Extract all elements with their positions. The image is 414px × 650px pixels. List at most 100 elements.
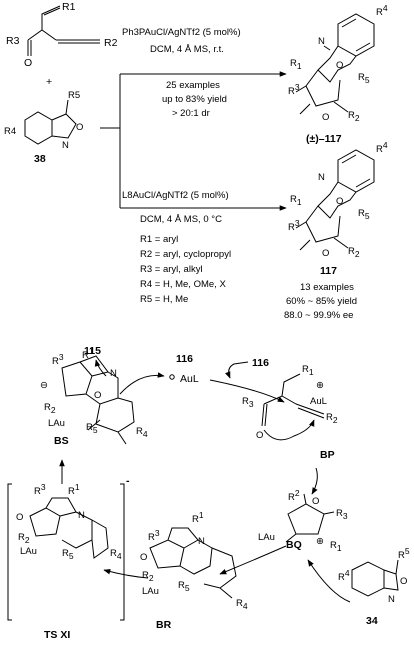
transition-state-xi: R3 R1 N O R2 LAu R5 R4 - TS XI xyxy=(7,475,130,641)
ts-r4: R4 xyxy=(110,548,122,561)
product-117-chiral: R4 N R1 O R5 R3 O R2 117 xyxy=(288,140,388,277)
ts-n: N xyxy=(78,510,85,521)
ts-label: TS XI xyxy=(44,629,70,641)
intermediate-bq: R2 O R3 LAu ⊕ R1 BQ xyxy=(258,488,348,553)
p2-r1: R1 xyxy=(290,194,302,207)
r-list-4: R4 = H, Me, OMe, X xyxy=(140,279,226,290)
substituent-list: R1 = aryl R2 = aryl, cyclopropyl R3 = ar… xyxy=(140,234,231,305)
output-115-label: 115 xyxy=(84,345,101,357)
34-r4: R4 xyxy=(338,568,350,583)
br-r1: R1 xyxy=(192,510,204,525)
br-label: BR xyxy=(156,619,172,631)
bp-r3: R3 xyxy=(242,396,254,409)
bp-aul: AuL xyxy=(310,396,327,407)
r1-label: R1 xyxy=(62,1,76,13)
product1-label: (±)–117 xyxy=(306,133,342,145)
r-list-2: R2 = aryl, cyclopropyl xyxy=(140,249,231,260)
bs-o-minus: ⊖ xyxy=(40,380,48,391)
r3-label: R3 xyxy=(6,35,20,47)
p2-o: O xyxy=(336,196,343,207)
result-stats: 13 examples 60% ~ 85% yield 88.0 ~ 99.9%… xyxy=(284,282,357,321)
bs-r3: R3 xyxy=(52,352,64,367)
bq-r1: R1 xyxy=(330,540,342,553)
p1-fo: O xyxy=(322,112,329,123)
ts-o: O xyxy=(16,512,23,523)
ts-charge: - xyxy=(126,475,130,487)
p1-r2: R2 xyxy=(348,110,360,123)
r-list-1: R1 = aryl xyxy=(140,234,178,245)
bs-lau: LAu xyxy=(48,418,65,429)
bs-r5: R5 xyxy=(86,422,98,435)
bs-n: N xyxy=(110,368,117,379)
bp-r2: R2 xyxy=(326,412,338,425)
ts-r5: R5 xyxy=(62,548,74,561)
r-list-5: R5 = H, Me xyxy=(140,294,188,305)
bp-o: O xyxy=(256,430,263,441)
r4-label: R4 xyxy=(4,126,16,137)
br-o: O xyxy=(140,552,147,563)
br-n: N xyxy=(198,536,205,547)
bq-label: BQ xyxy=(286,539,302,551)
p2-fo: O xyxy=(322,248,329,259)
ts-r1: R1 xyxy=(68,482,80,497)
br-r2: R2 xyxy=(142,570,154,583)
n-label: N xyxy=(62,140,69,151)
bp-r1: R1 xyxy=(302,364,314,377)
bp-plus: ⊕ xyxy=(316,380,324,391)
enyne-reactant: R3 O R1 R2 + xyxy=(6,1,118,88)
anthranil-34: R5 R4 O N 34 xyxy=(338,546,410,627)
p1-o: O xyxy=(336,60,343,71)
arrow-bp-to-bq xyxy=(311,467,318,495)
34-o: O xyxy=(400,576,407,587)
p1-r5: R5 xyxy=(358,72,370,85)
r2-label: R2 xyxy=(104,37,118,49)
p1-r1: R1 xyxy=(290,58,302,71)
p1-r4: R4 xyxy=(376,3,388,18)
bq-o: O xyxy=(312,496,319,507)
p1-r3: R3 xyxy=(288,82,300,97)
stat-examples: 13 examples xyxy=(300,282,354,293)
conditions-asymmetric: L8AuCl/AgNTf2 (5 mol%) DCM, 4 Å MS, 0 °C xyxy=(122,190,229,225)
product-117-racemic: R4 N R1 O R5 R3 O R2 (±)–117 xyxy=(288,3,388,145)
arrow-br-to-ts xyxy=(103,568,149,579)
catalyst-116-label: 116 xyxy=(176,353,193,365)
branch-arrows xyxy=(100,71,287,211)
compound-38-label: 38 xyxy=(34,153,46,165)
bq-r3: R3 xyxy=(336,508,348,521)
reagent-34-label: 34 xyxy=(366,615,378,627)
cond1-catalyst: Ph3PAuCl/AgNTf2 (5 mol%) xyxy=(122,27,241,38)
cond2-catalyst: L8AuCl/AgNTf2 (5 mol%) xyxy=(122,190,229,201)
plus-sign: + xyxy=(46,76,52,88)
o-ring-label: O xyxy=(76,122,83,133)
stat-ee: 88.0 ~ 99.9% ee xyxy=(284,310,353,321)
ts-r3: R3 xyxy=(34,482,46,497)
p2-r3: R3 xyxy=(288,218,300,233)
output-115: 115 xyxy=(84,345,107,377)
cond1-examples: 25 examples xyxy=(166,80,220,91)
bs-r1: R1 xyxy=(82,346,94,361)
cond1-solvent: DCM, 4 Å MS, r.t. xyxy=(150,44,224,55)
34-n: N xyxy=(388,594,395,605)
stat-yield: 60% ~ 85% yield xyxy=(286,296,357,307)
cond1-yield: up to 83% yield xyxy=(162,94,227,105)
catalyst-formula: AuL xyxy=(180,373,199,385)
p2-r4: R4 xyxy=(376,140,388,155)
arrow-cat-to-bp xyxy=(209,379,285,403)
cond1-dr: > 20:1 dr xyxy=(172,108,210,119)
ts-lau: LAu xyxy=(20,546,37,557)
br-lau: LAu xyxy=(142,586,159,597)
bs-label: BS xyxy=(54,435,69,447)
intermediate-bs: R3 R1 N O ⊖ R2 LAu R5 R4 BS xyxy=(40,346,148,447)
intermediate-bp: R1 ⊕ AuL R3 O R2 BP xyxy=(242,364,338,461)
bs-r2: R2 xyxy=(44,402,56,415)
arrow-34-in xyxy=(307,559,351,603)
bp-label: BP xyxy=(320,449,335,461)
catalyst-auL: 116 AuL xyxy=(169,353,199,385)
o-label: O xyxy=(24,57,32,69)
bq-r2: R2 xyxy=(288,488,300,503)
r5-label: R5 xyxy=(68,90,80,101)
p1-n: N xyxy=(318,36,325,47)
arrow-bq-to-br xyxy=(219,545,287,575)
arrow-bs-to-cat xyxy=(119,372,165,395)
